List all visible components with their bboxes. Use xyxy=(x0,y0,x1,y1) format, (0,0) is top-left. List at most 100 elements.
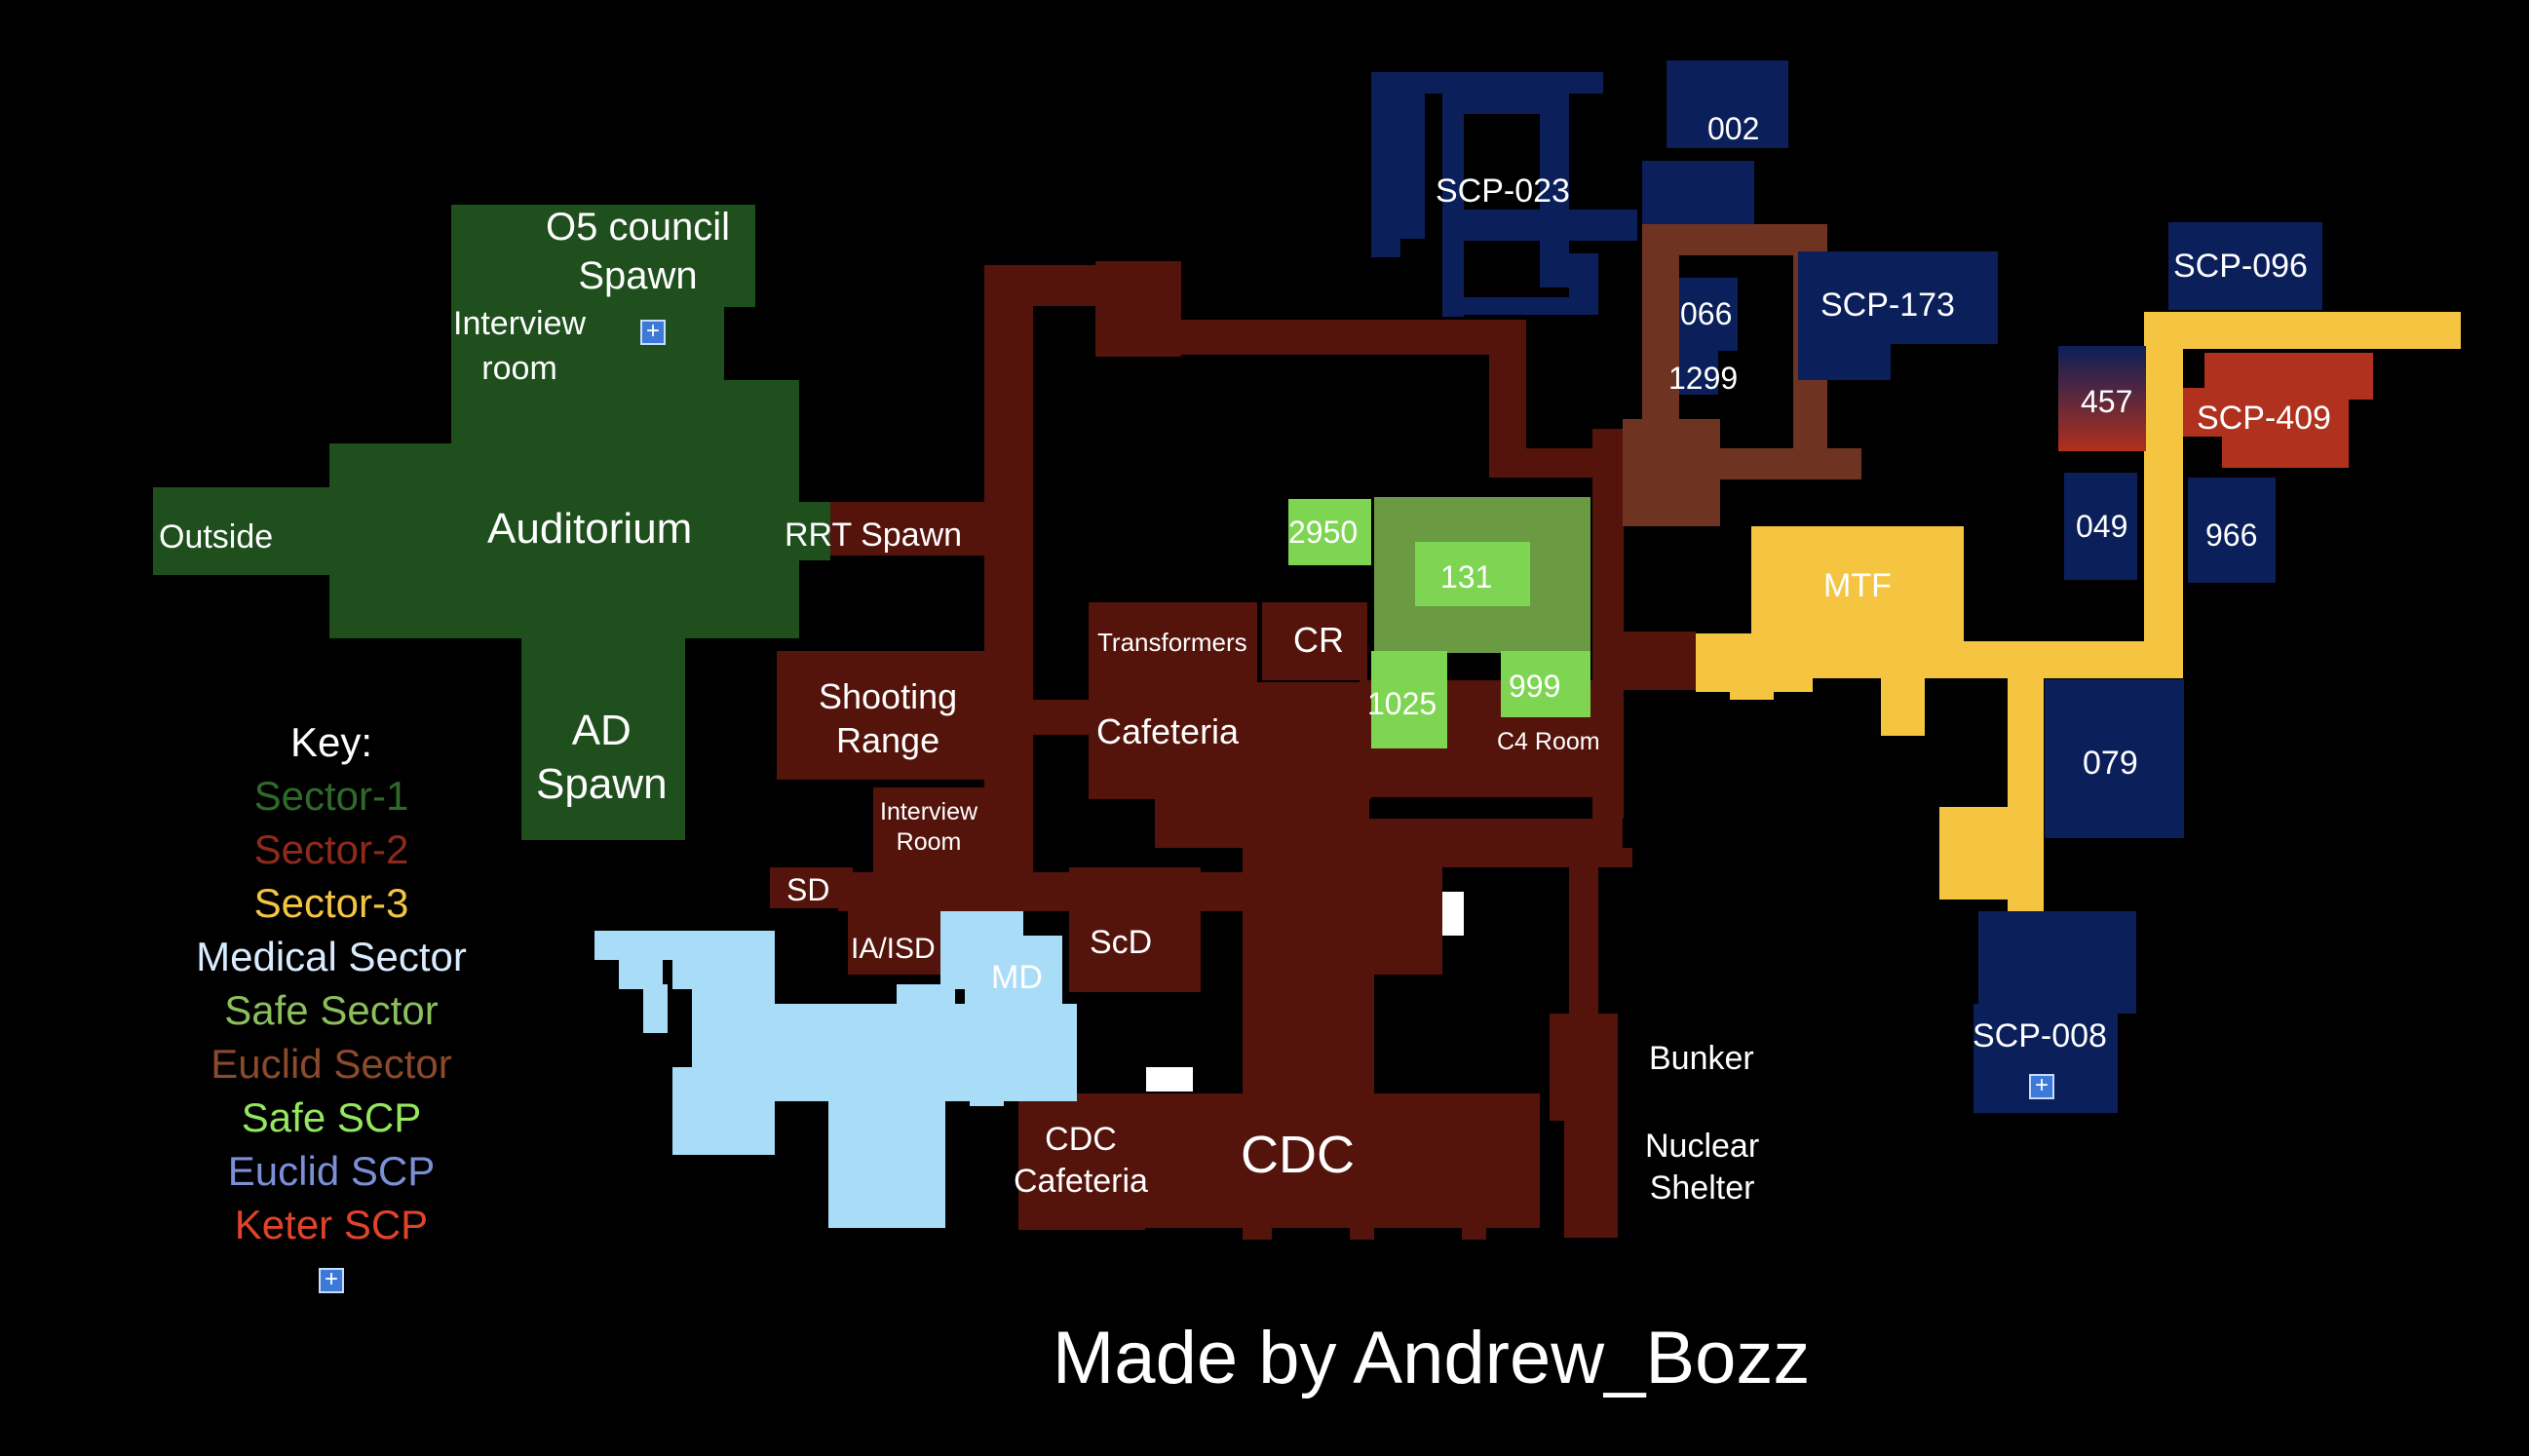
label-scp-008: SCP-008 xyxy=(1973,1017,2107,1054)
scp-2950-room xyxy=(1288,499,1371,565)
label-bunker: Bunker xyxy=(1649,1040,1754,1077)
scp-173-room xyxy=(1798,251,1998,344)
label-rrt-spawn: RRT Spawn xyxy=(785,517,963,554)
map-block xyxy=(1400,93,1425,239)
map-block xyxy=(1642,161,1754,224)
label-scp-1025: 1025 xyxy=(1367,686,1437,721)
label-transformers: Transformers xyxy=(1097,628,1247,657)
map-block xyxy=(1369,848,1442,975)
label-ia-isd: IA/ISD xyxy=(851,933,936,965)
label-scp-966: 966 xyxy=(2205,517,2258,553)
label-auditorium: Auditorium xyxy=(487,505,693,553)
sector2-cr xyxy=(1262,602,1367,680)
sector2-nuclear-shelter xyxy=(1564,1121,1618,1238)
key-item: Keter SCP xyxy=(234,1202,429,1247)
map-block xyxy=(1642,224,1679,419)
map-block xyxy=(1798,341,1891,380)
label-cdc: CDC xyxy=(1241,1126,1355,1184)
label-scp-096: SCP-096 xyxy=(2173,248,2308,285)
scp-1025-room xyxy=(1371,651,1447,748)
label-scd: ScD xyxy=(1090,924,1153,961)
key-item: Medical Sector xyxy=(196,934,467,979)
map-block xyxy=(1243,1218,1272,1240)
label-nuclear-shelter: Nuclear Shelter xyxy=(1645,1128,1760,1207)
map-block xyxy=(643,984,668,1033)
label-scp-049: 049 xyxy=(2076,509,2128,544)
map-block xyxy=(1442,93,1464,317)
key-item: Sector-1 xyxy=(253,773,409,819)
map-block xyxy=(2144,312,2461,349)
key-item: Sector-3 xyxy=(253,880,409,926)
map-block xyxy=(1442,297,1598,315)
key-camera-icon: + xyxy=(319,1268,344,1293)
label-o5-council-spawn: O5 council Spawn xyxy=(546,206,730,297)
map-block xyxy=(451,380,799,497)
label-md: MD xyxy=(991,959,1043,996)
scp-1299-room xyxy=(1679,351,1718,395)
map-block xyxy=(487,205,755,234)
scp-002-room xyxy=(1667,60,1788,148)
key-item: Euclid Sector xyxy=(211,1041,452,1087)
label-scp-999: 999 xyxy=(1509,669,1561,704)
map-block xyxy=(1623,448,1861,479)
medical-md xyxy=(965,936,1062,1009)
label-c4-room: C4 Room xyxy=(1497,728,1600,755)
label-interview-room-s2: Interview Room xyxy=(880,798,978,857)
label-ad-spawn: AD Spawn xyxy=(536,707,668,808)
label-interview-room-s1: Interview room xyxy=(453,305,587,387)
map-block xyxy=(2144,331,2183,677)
map-block xyxy=(1730,682,1774,700)
sector2-rrt-spawn xyxy=(830,502,991,556)
map-block xyxy=(1371,72,1400,257)
label-scp-409: SCP-409 xyxy=(2197,400,2331,437)
credit-text: Made by Andrew_Bozz xyxy=(1053,1317,1811,1399)
camera-icon-interview-room: + xyxy=(640,320,666,345)
map-block xyxy=(970,1009,1004,1106)
sector2-scd xyxy=(1069,867,1201,992)
label-mtf: MTF xyxy=(1823,567,1892,604)
sector1-ad-spawn xyxy=(521,638,685,840)
scp-457-room xyxy=(2058,346,2146,451)
camera-icon-scp-008: + xyxy=(2029,1074,2054,1099)
map-block xyxy=(1618,632,1696,690)
key-item: Safe Sector xyxy=(224,987,439,1033)
scp-023-room xyxy=(1371,72,1603,94)
map-block xyxy=(1350,1218,1374,1240)
sector1-outside xyxy=(153,487,329,575)
sector2-transformers xyxy=(1089,602,1257,692)
label-cr: CR xyxy=(1293,620,1344,660)
label-sd: SD xyxy=(786,872,830,907)
map-block xyxy=(329,526,359,551)
label-cdc-cafeteria: CDC Cafeteria xyxy=(1014,1121,1148,1200)
map-block xyxy=(1095,261,1181,357)
label-scp-173: SCP-173 xyxy=(1820,287,1955,324)
map-block xyxy=(1774,641,2183,678)
label-scp-1299: 1299 xyxy=(1668,361,1739,396)
scp-079-room xyxy=(2045,679,2184,838)
label-outside: Outside xyxy=(159,518,274,556)
map-block xyxy=(1540,93,1569,287)
map-block xyxy=(1462,1218,1486,1240)
map-block xyxy=(1569,253,1598,297)
sector2-bunker xyxy=(1550,1014,1618,1121)
map-block xyxy=(1006,700,1093,735)
scp-096-room xyxy=(2168,222,2322,310)
key-item: Sector-2 xyxy=(253,826,409,872)
label-cafeteria: Cafeteria xyxy=(1096,711,1240,751)
key-item: Safe SCP xyxy=(241,1094,422,1140)
sector2-west-corridor xyxy=(984,265,1033,889)
scp-049-room xyxy=(2064,473,2137,580)
map-marker xyxy=(1442,892,1464,936)
map-block xyxy=(897,984,955,1101)
map-block xyxy=(1442,93,1569,114)
sector2-interview-room xyxy=(873,787,988,877)
scp-066-room xyxy=(1679,278,1738,351)
map-block xyxy=(1018,1208,1145,1230)
sector3-mtf xyxy=(1751,526,1964,653)
key-title: Key: xyxy=(289,719,373,765)
scp-966-room xyxy=(2188,478,2276,583)
scp-131-room xyxy=(1415,542,1530,606)
label-scp-079: 079 xyxy=(2083,745,2138,782)
map-block xyxy=(799,502,830,560)
